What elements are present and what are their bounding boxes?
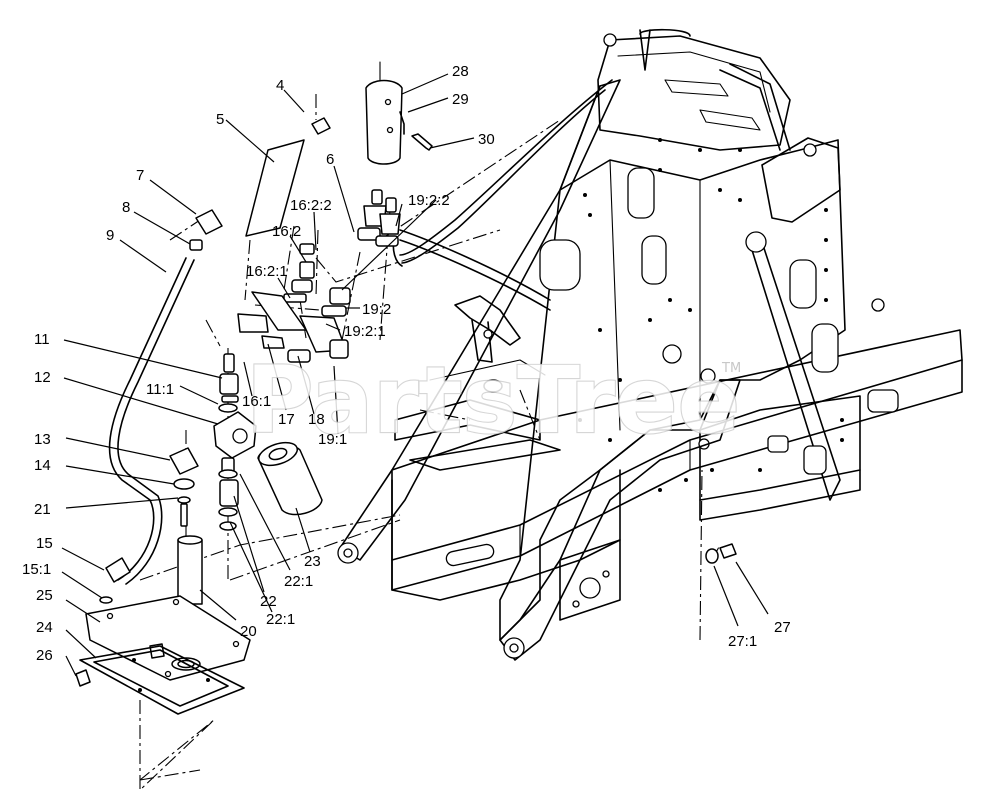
callout-8: 8 — [122, 199, 130, 216]
callout-27-1: 27:1 — [728, 633, 757, 650]
leader-lines — [61, 73, 769, 677]
callout-11: 11 — [34, 331, 50, 348]
callout-11-1: 11:1 — [146, 381, 174, 398]
callout-19-2: 19:2 — [362, 301, 391, 318]
callout-19-1: 19:1 — [318, 431, 347, 448]
callout-22-1-b: 22:1 — [266, 611, 295, 628]
callout-30: 30 — [478, 131, 495, 148]
callout-29: 29 — [452, 91, 469, 108]
watermark-trademark: TM — [721, 361, 741, 376]
callout-14: 14 — [34, 457, 51, 474]
callout-15: 15 — [36, 535, 53, 552]
callout-5: 5 — [216, 111, 224, 128]
callout-16-1: 16:1 — [242, 393, 271, 410]
callout-18: 18 — [308, 411, 325, 428]
callout-16-2-2: 16:2:2 — [290, 197, 332, 214]
watermark: PartsTree TM — [245, 346, 741, 455]
callout-12: 12 — [34, 369, 51, 386]
callout-19-2-2: 19:2:2 — [408, 192, 450, 209]
callout-20: 20 — [240, 623, 257, 640]
callout-labels: 28 29 30 4 5 6 7 8 9 16:2:2 19:2:2 16:2 … — [22, 63, 791, 664]
callout-17: 17 — [278, 411, 295, 428]
callout-9: 9 — [106, 227, 114, 244]
callout-23: 23 — [304, 553, 321, 570]
callout-27: 27 — [774, 619, 791, 636]
callout-6: 6 — [326, 151, 334, 168]
callout-16-2-1: 16:2:1 — [246, 263, 288, 280]
callout-22-1-a: 22:1 — [284, 573, 313, 590]
callout-7: 7 — [136, 167, 144, 184]
callout-21: 21 — [34, 501, 51, 518]
callout-25: 25 — [36, 587, 53, 604]
callout-13: 13 — [34, 431, 51, 448]
callout-16-2: 16:2 — [272, 223, 301, 240]
callout-28: 28 — [452, 63, 469, 80]
callout-4: 4 — [276, 77, 284, 94]
parts — [75, 61, 737, 715]
callout-24: 24 — [36, 619, 53, 636]
watermark-text: PartsTree — [246, 347, 740, 454]
callout-26: 26 — [36, 647, 53, 664]
callout-22: 22 — [260, 593, 277, 610]
callout-19-2-1: 19:2:1 — [344, 323, 386, 340]
loader-frame — [337, 28, 963, 661]
callout-15-1: 15:1 — [22, 561, 51, 578]
